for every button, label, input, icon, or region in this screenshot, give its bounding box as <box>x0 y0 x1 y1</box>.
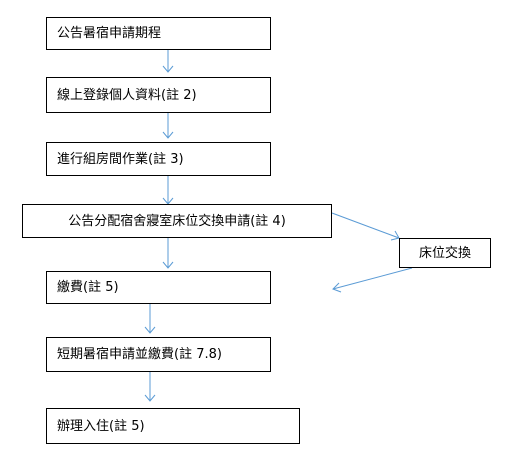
node-check-in: 辦理入住(註 5) <box>46 408 300 444</box>
edge-n4-n5 <box>331 212 400 241</box>
node-label: 床位交換 <box>418 245 471 261</box>
node-short-term-application: 短期暑宿申請並繳費(註 7.8) <box>46 337 271 372</box>
node-bed-swap-application: 公告分配宿舍寢室床位交換申請(註 4) <box>22 204 332 238</box>
node-online-registration: 線上登錄個人資料(註 2) <box>46 77 271 113</box>
edge-n7-n8 <box>144 372 156 402</box>
node-label: 辦理入住(註 5) <box>57 418 145 434</box>
node-label: 公告暑宿申請期程 <box>57 26 162 41</box>
node-label: 短期暑宿申請並繳費(註 7.8) <box>57 347 222 362</box>
node-label: 進行組房間作業(註 3) <box>57 151 184 167</box>
node-announce-schedule: 公告暑宿申請期程 <box>46 17 271 50</box>
edge-n2-n3 <box>162 113 174 139</box>
edge-n1-n2 <box>162 50 174 73</box>
node-label: 繳費(註 5) <box>57 280 119 295</box>
edge-n5-n6 <box>332 267 413 293</box>
node-label: 公告分配宿舍寢室床位交換申請(註 4) <box>68 213 286 229</box>
node-label: 線上登錄個人資料(註 2) <box>57 87 197 103</box>
node-payment: 繳費(註 5) <box>46 271 271 304</box>
edge-n6-n7 <box>144 304 156 334</box>
edge-n4-n6 <box>162 238 174 269</box>
node-bed-swap: 床位交換 <box>399 238 491 268</box>
node-room-grouping: 進行組房間作業(註 3) <box>46 142 271 176</box>
edge-n3-n4 <box>162 176 174 205</box>
